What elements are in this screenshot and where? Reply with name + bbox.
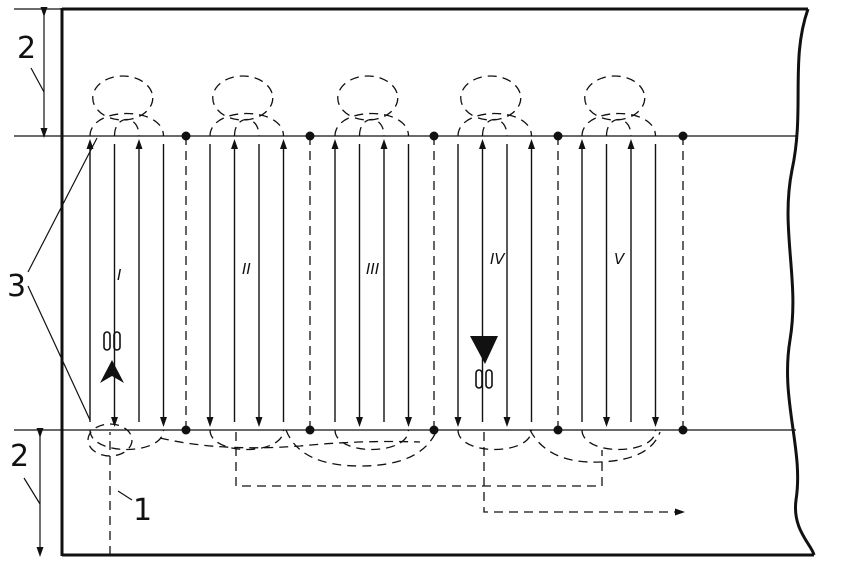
turn-loop-top [581, 112, 657, 137]
turn-loop-circle [337, 75, 399, 121]
turn-loop-bottom [209, 429, 285, 451]
turn-loop-top [89, 112, 165, 137]
marker-dot [678, 131, 688, 141]
boundary-leader [27, 137, 98, 421]
section-label-4: IV [490, 250, 506, 268]
turn-loop-bottom [334, 429, 410, 451]
label-entry-path: 1 [133, 493, 152, 528]
turn-loop-top [334, 112, 410, 137]
marker-dot [305, 131, 315, 141]
turn-loop-top [209, 112, 285, 137]
section-markers [181, 131, 688, 435]
marker-dot [305, 425, 315, 435]
turn-loop-inner [358, 119, 385, 137]
turn-loop-top [457, 112, 533, 137]
section-label-5: V [614, 250, 626, 268]
turn-loop-bottom [89, 429, 165, 451]
marker-dot [553, 131, 563, 141]
section-label-2: II [242, 260, 251, 278]
section-label-1: I [117, 266, 122, 284]
marker-dot [678, 425, 688, 435]
marker-dot [181, 425, 191, 435]
entry-leader [117, 490, 133, 501]
label-headland-bottom: 2 [10, 439, 29, 474]
implement-icon [103, 331, 111, 351]
turn-loop-circle [212, 75, 274, 121]
tractor-icon-2 [470, 336, 498, 389]
turn-loops [87, 75, 657, 457]
field-frame-right-wavy [786, 8, 816, 556]
transfer-path [109, 429, 685, 555]
turn-loop-bottom [457, 429, 533, 451]
turn-loop-inner [481, 119, 508, 137]
turn-loop-circle [460, 75, 522, 121]
turn-loop-inner [605, 119, 632, 137]
label-boundary: 3 [7, 269, 26, 304]
dimension-bottom [23, 428, 44, 557]
turn-loop-circle [584, 75, 646, 121]
marker-dot [553, 425, 563, 435]
turn-loop-bottom [581, 429, 657, 451]
turn-loop-inner [113, 119, 140, 137]
entry-loop [87, 423, 133, 457]
label-headland-top: 2 [17, 31, 36, 66]
marker-dot [429, 131, 439, 141]
section-label-3: III [366, 260, 380, 278]
marker-dot [181, 131, 191, 141]
work-passes [86, 136, 684, 430]
turn-loop-inner [233, 119, 260, 137]
tractor-icon [100, 331, 124, 383]
marker-dot [429, 425, 439, 435]
turn-loop-circle [92, 75, 154, 121]
dimension-top [14, 7, 62, 138]
